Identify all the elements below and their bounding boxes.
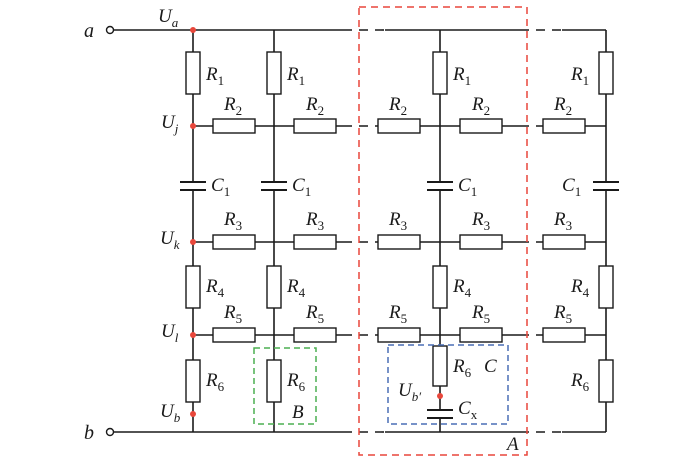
resistor-r4 (266, 265, 282, 309)
resistor-r3 (293, 234, 337, 250)
label-r3: R3 (223, 209, 242, 233)
label-r3: R3 (305, 209, 324, 233)
label-ub-prime: Ub′ (398, 380, 421, 404)
capacitor-c1 (261, 181, 287, 191)
label-r3: R3 (471, 209, 490, 233)
label-uj: Uj (161, 112, 179, 136)
resistor-r4 (432, 265, 448, 309)
resistor-r4 (598, 265, 614, 309)
resistor-r5 (377, 327, 421, 343)
resistor-r3 (542, 234, 586, 250)
horizontal-resistors (212, 118, 586, 343)
resistor-r1 (266, 51, 282, 95)
resistor-r4 (185, 265, 201, 309)
label-uk: Uk (160, 228, 180, 252)
terminal-a-label: a (84, 20, 94, 42)
label-r2: R2 (305, 94, 324, 118)
resistor-r5 (212, 327, 256, 343)
label-c1: C1 (562, 175, 581, 199)
resistor-r6 (266, 359, 282, 403)
resistor-r2 (212, 118, 256, 134)
label-r1: R1 (570, 64, 589, 88)
label-r1: R1 (286, 64, 305, 88)
label-r2: R2 (388, 94, 407, 118)
resistor-r2 (459, 118, 503, 134)
label-cx: Cx (458, 398, 478, 422)
region-a-box (358, 6, 528, 456)
label-r5: R5 (223, 302, 242, 326)
resistor-r6 (432, 345, 448, 387)
label-r6: R6 (205, 370, 225, 394)
label-r6: R6 (452, 356, 472, 380)
label-r4: R4 (570, 276, 590, 300)
label-r1: R1 (205, 64, 224, 88)
node-uj (190, 123, 196, 129)
region-a-label: A (505, 434, 519, 455)
component-labels: R1 R1 R1 R1 R2 R2 R2 R2 R2 C1 C1 C1 C1 R… (205, 64, 590, 422)
label-r5: R5 (471, 302, 490, 326)
resistor-r1 (598, 51, 614, 95)
resistor-r2 (293, 118, 337, 134)
label-r1: R1 (452, 64, 471, 88)
label-c1: C1 (458, 175, 477, 199)
label-c1: C1 (211, 175, 230, 199)
node-ua (190, 27, 196, 33)
voltage-nodes (190, 27, 443, 417)
region-b-label: B (292, 402, 304, 423)
terminal-b (105, 427, 115, 437)
capacitor-c1 (180, 181, 206, 191)
node-uk (190, 239, 196, 245)
label-r5: R5 (388, 302, 407, 326)
label-c1: C1 (292, 175, 311, 199)
label-r4: R4 (205, 276, 225, 300)
label-r4: R4 (286, 276, 306, 300)
label-ub: Ub (160, 401, 181, 425)
resistor-r5 (293, 327, 337, 343)
label-r5: R5 (305, 302, 324, 326)
label-r2: R2 (471, 94, 490, 118)
node-ub-prime (437, 393, 443, 399)
capacitor-cx (427, 409, 453, 419)
resistor-r5 (459, 327, 503, 343)
region-c-label: C (484, 356, 497, 377)
label-r6: R6 (570, 370, 590, 394)
terminal-a (105, 25, 115, 35)
label-r2: R2 (553, 94, 572, 118)
label-r5: R5 (553, 302, 572, 326)
label-ul: Ul (161, 321, 179, 345)
region-c-box (387, 344, 509, 425)
resistor-r2 (542, 118, 586, 134)
resistor-r3 (212, 234, 256, 250)
label-r3: R3 (388, 209, 407, 233)
capacitor-c1 (427, 181, 453, 191)
label-r2: R2 (223, 94, 242, 118)
label-r4: R4 (452, 276, 472, 300)
resistor-r6 (598, 359, 614, 403)
resistor-r1 (185, 51, 201, 95)
label-ua: Ua (158, 6, 179, 30)
terminal-b-label: b (84, 422, 94, 444)
region-b-box (253, 347, 317, 425)
node-ub (190, 411, 196, 417)
resistor-r2 (377, 118, 421, 134)
label-r6: R6 (286, 370, 306, 394)
resistor-r6 (185, 359, 201, 403)
capacitors (180, 181, 619, 419)
label-r3: R3 (553, 209, 572, 233)
resistor-r3 (377, 234, 421, 250)
vertical-resistors (185, 51, 614, 403)
capacitor-c1 (593, 181, 619, 191)
resistor-r1 (432, 51, 448, 95)
resistor-r5 (542, 327, 586, 343)
resistor-r3 (459, 234, 503, 250)
node-ul (190, 332, 196, 338)
